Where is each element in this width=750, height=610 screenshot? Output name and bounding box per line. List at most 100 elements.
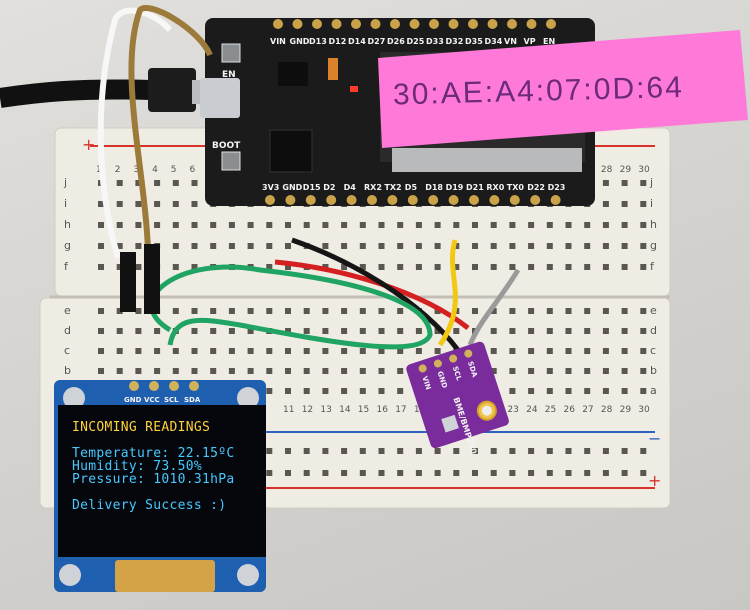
hole	[266, 448, 273, 454]
oled-screw-br	[237, 564, 259, 586]
oled-pin-label: GND	[124, 396, 142, 404]
row-letter: j	[63, 176, 67, 189]
hole	[621, 328, 628, 334]
hole	[154, 201, 161, 207]
hole	[621, 388, 628, 394]
hole	[98, 328, 104, 334]
hole	[434, 308, 441, 314]
hole	[490, 308, 497, 314]
hole	[453, 243, 460, 249]
row-letter: g	[64, 239, 71, 252]
hole	[621, 201, 628, 207]
hole	[210, 308, 217, 314]
hole	[359, 348, 366, 354]
hole	[546, 264, 553, 270]
hole	[378, 470, 385, 476]
esp32-pin-label: D33	[426, 37, 444, 46]
hole	[247, 243, 254, 249]
hole	[509, 264, 516, 270]
hole	[415, 328, 422, 334]
column-number: 29	[620, 165, 632, 175]
oled-pin-label: SCL	[164, 396, 179, 404]
hole	[191, 222, 198, 228]
mount-hole-center	[481, 405, 492, 416]
esp32-pin-label: D27	[368, 37, 386, 46]
row-letter: i	[650, 197, 653, 210]
hole	[490, 448, 497, 454]
header-pin	[509, 195, 520, 205]
header-pin	[346, 195, 357, 205]
hole	[434, 222, 441, 228]
hole	[303, 470, 310, 476]
sensor-pcb	[406, 341, 509, 449]
wire-grey	[467, 268, 521, 346]
hole	[135, 348, 142, 354]
column-number: 28	[601, 165, 613, 175]
hole	[116, 328, 123, 334]
row-letter: e	[650, 304, 657, 317]
hole	[453, 328, 460, 334]
hole	[359, 470, 366, 476]
esp32-pin-label: D22	[527, 183, 545, 192]
hole	[453, 264, 460, 270]
header-pin	[285, 195, 296, 205]
hole	[285, 470, 291, 476]
hole	[247, 328, 254, 334]
esp32-pin-label: GND	[290, 37, 310, 46]
header-pin	[429, 19, 439, 29]
hole	[98, 308, 104, 314]
esp32-pin-label: D21	[466, 183, 484, 192]
header-pin	[407, 195, 418, 205]
header-pin	[487, 19, 498, 29]
row-letter: d	[650, 324, 657, 337]
row-letter: f	[64, 260, 69, 273]
hole	[378, 328, 385, 334]
hole	[135, 201, 142, 207]
oled-pressure: Pressure: 1010.31hPa	[72, 472, 235, 487]
esp32-pin-label: D26	[387, 37, 405, 46]
hole	[359, 243, 366, 249]
hole	[135, 264, 142, 270]
esp32-pin-label: D14	[348, 37, 366, 46]
hole	[528, 388, 535, 394]
hole	[472, 448, 478, 454]
hole	[509, 348, 516, 354]
header-pin	[387, 195, 398, 205]
sticky-note	[378, 30, 748, 148]
hole	[602, 180, 609, 186]
hole	[490, 368, 497, 374]
header-pin	[326, 195, 337, 205]
esp32-pin-label: D2	[323, 183, 335, 192]
hole	[266, 388, 273, 394]
hole	[154, 328, 161, 334]
esp32-pin-label: VP	[524, 37, 536, 46]
hole	[490, 328, 497, 334]
hole	[584, 308, 591, 314]
oled-screen	[58, 405, 266, 557]
hole	[565, 388, 572, 394]
hole	[247, 222, 254, 228]
hole	[341, 308, 348, 314]
hole	[116, 264, 123, 270]
hole	[509, 448, 516, 454]
row-letter: h	[650, 218, 657, 231]
hole	[546, 243, 553, 249]
column-number: 16	[377, 405, 389, 415]
hole	[154, 348, 161, 354]
header-pin	[428, 195, 439, 205]
oled-ribbon	[115, 560, 215, 592]
usb-port	[200, 78, 240, 118]
boot-button[interactable]	[221, 151, 241, 171]
hole	[546, 448, 553, 454]
en-button[interactable]	[221, 43, 241, 63]
hole	[154, 222, 161, 228]
usb-cable	[0, 79, 151, 108]
hole	[285, 243, 291, 249]
column-number: 4	[152, 165, 158, 175]
hole	[546, 348, 553, 354]
rail-symbol: −	[648, 429, 661, 448]
hole	[341, 348, 348, 354]
